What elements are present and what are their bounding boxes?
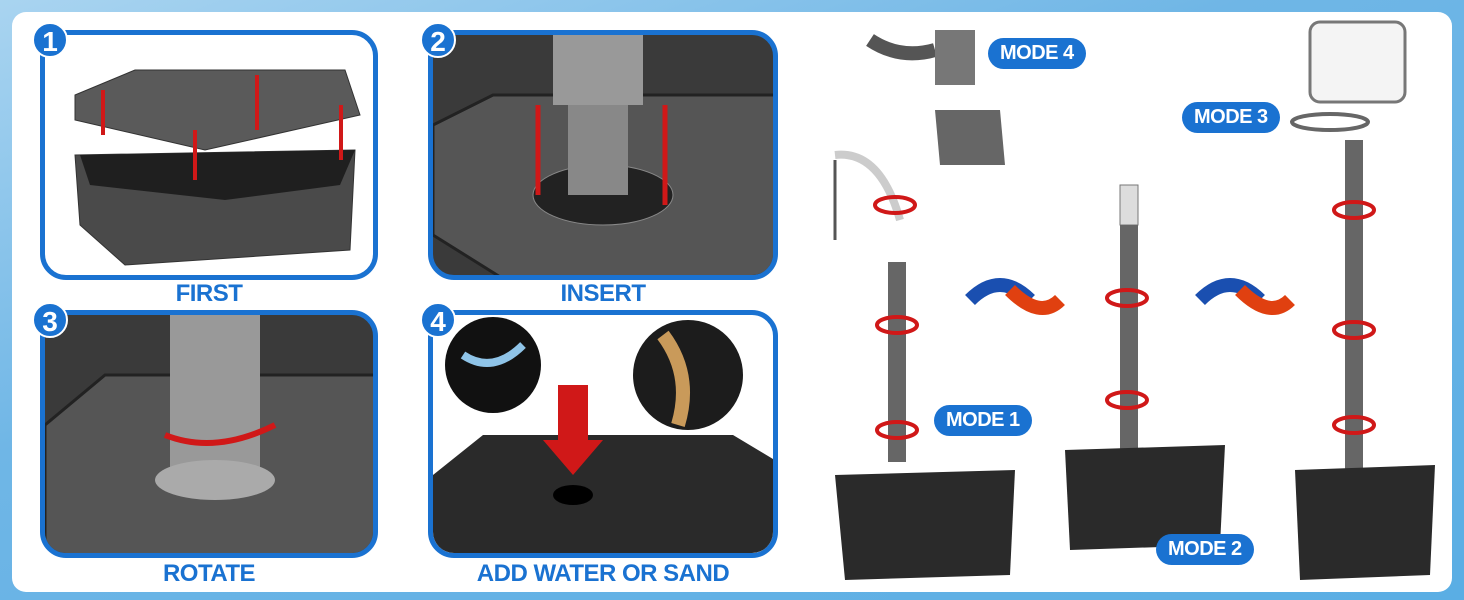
mode-3-label: MODE 3 — [1182, 102, 1280, 133]
insert-pole-illustration — [433, 35, 773, 275]
step-1-panel — [40, 30, 378, 280]
mode-4-label: MODE 4 — [988, 38, 1086, 69]
step-2-label: INSERT — [560, 280, 646, 307]
mode-1-label: MODE 1 — [934, 405, 1032, 436]
step-4-label: ADD WATER OR SAND — [476, 560, 730, 587]
step-3-label: ROTATE — [162, 560, 256, 587]
mode-1-assembly — [833, 150, 1015, 580]
rotate-pole-illustration — [45, 315, 373, 553]
mode-2-assembly — [1065, 184, 1225, 550]
base-lid-illustration — [74, 69, 361, 266]
mode-3-assembly — [1290, 20, 1435, 580]
step-1-label: FIRST — [175, 280, 243, 307]
mode-2-label: MODE 2 — [1156, 534, 1254, 565]
step-4-panel — [428, 310, 778, 558]
step-4-badge: 4 — [420, 302, 456, 338]
step-3-panel — [40, 310, 378, 558]
step-2-panel — [428, 30, 778, 280]
step-1-badge: 1 — [32, 22, 68, 58]
step-3-badge: 3 — [32, 302, 68, 338]
add-water-sand-illustration — [433, 317, 773, 553]
step-2-badge: 2 — [420, 22, 456, 58]
